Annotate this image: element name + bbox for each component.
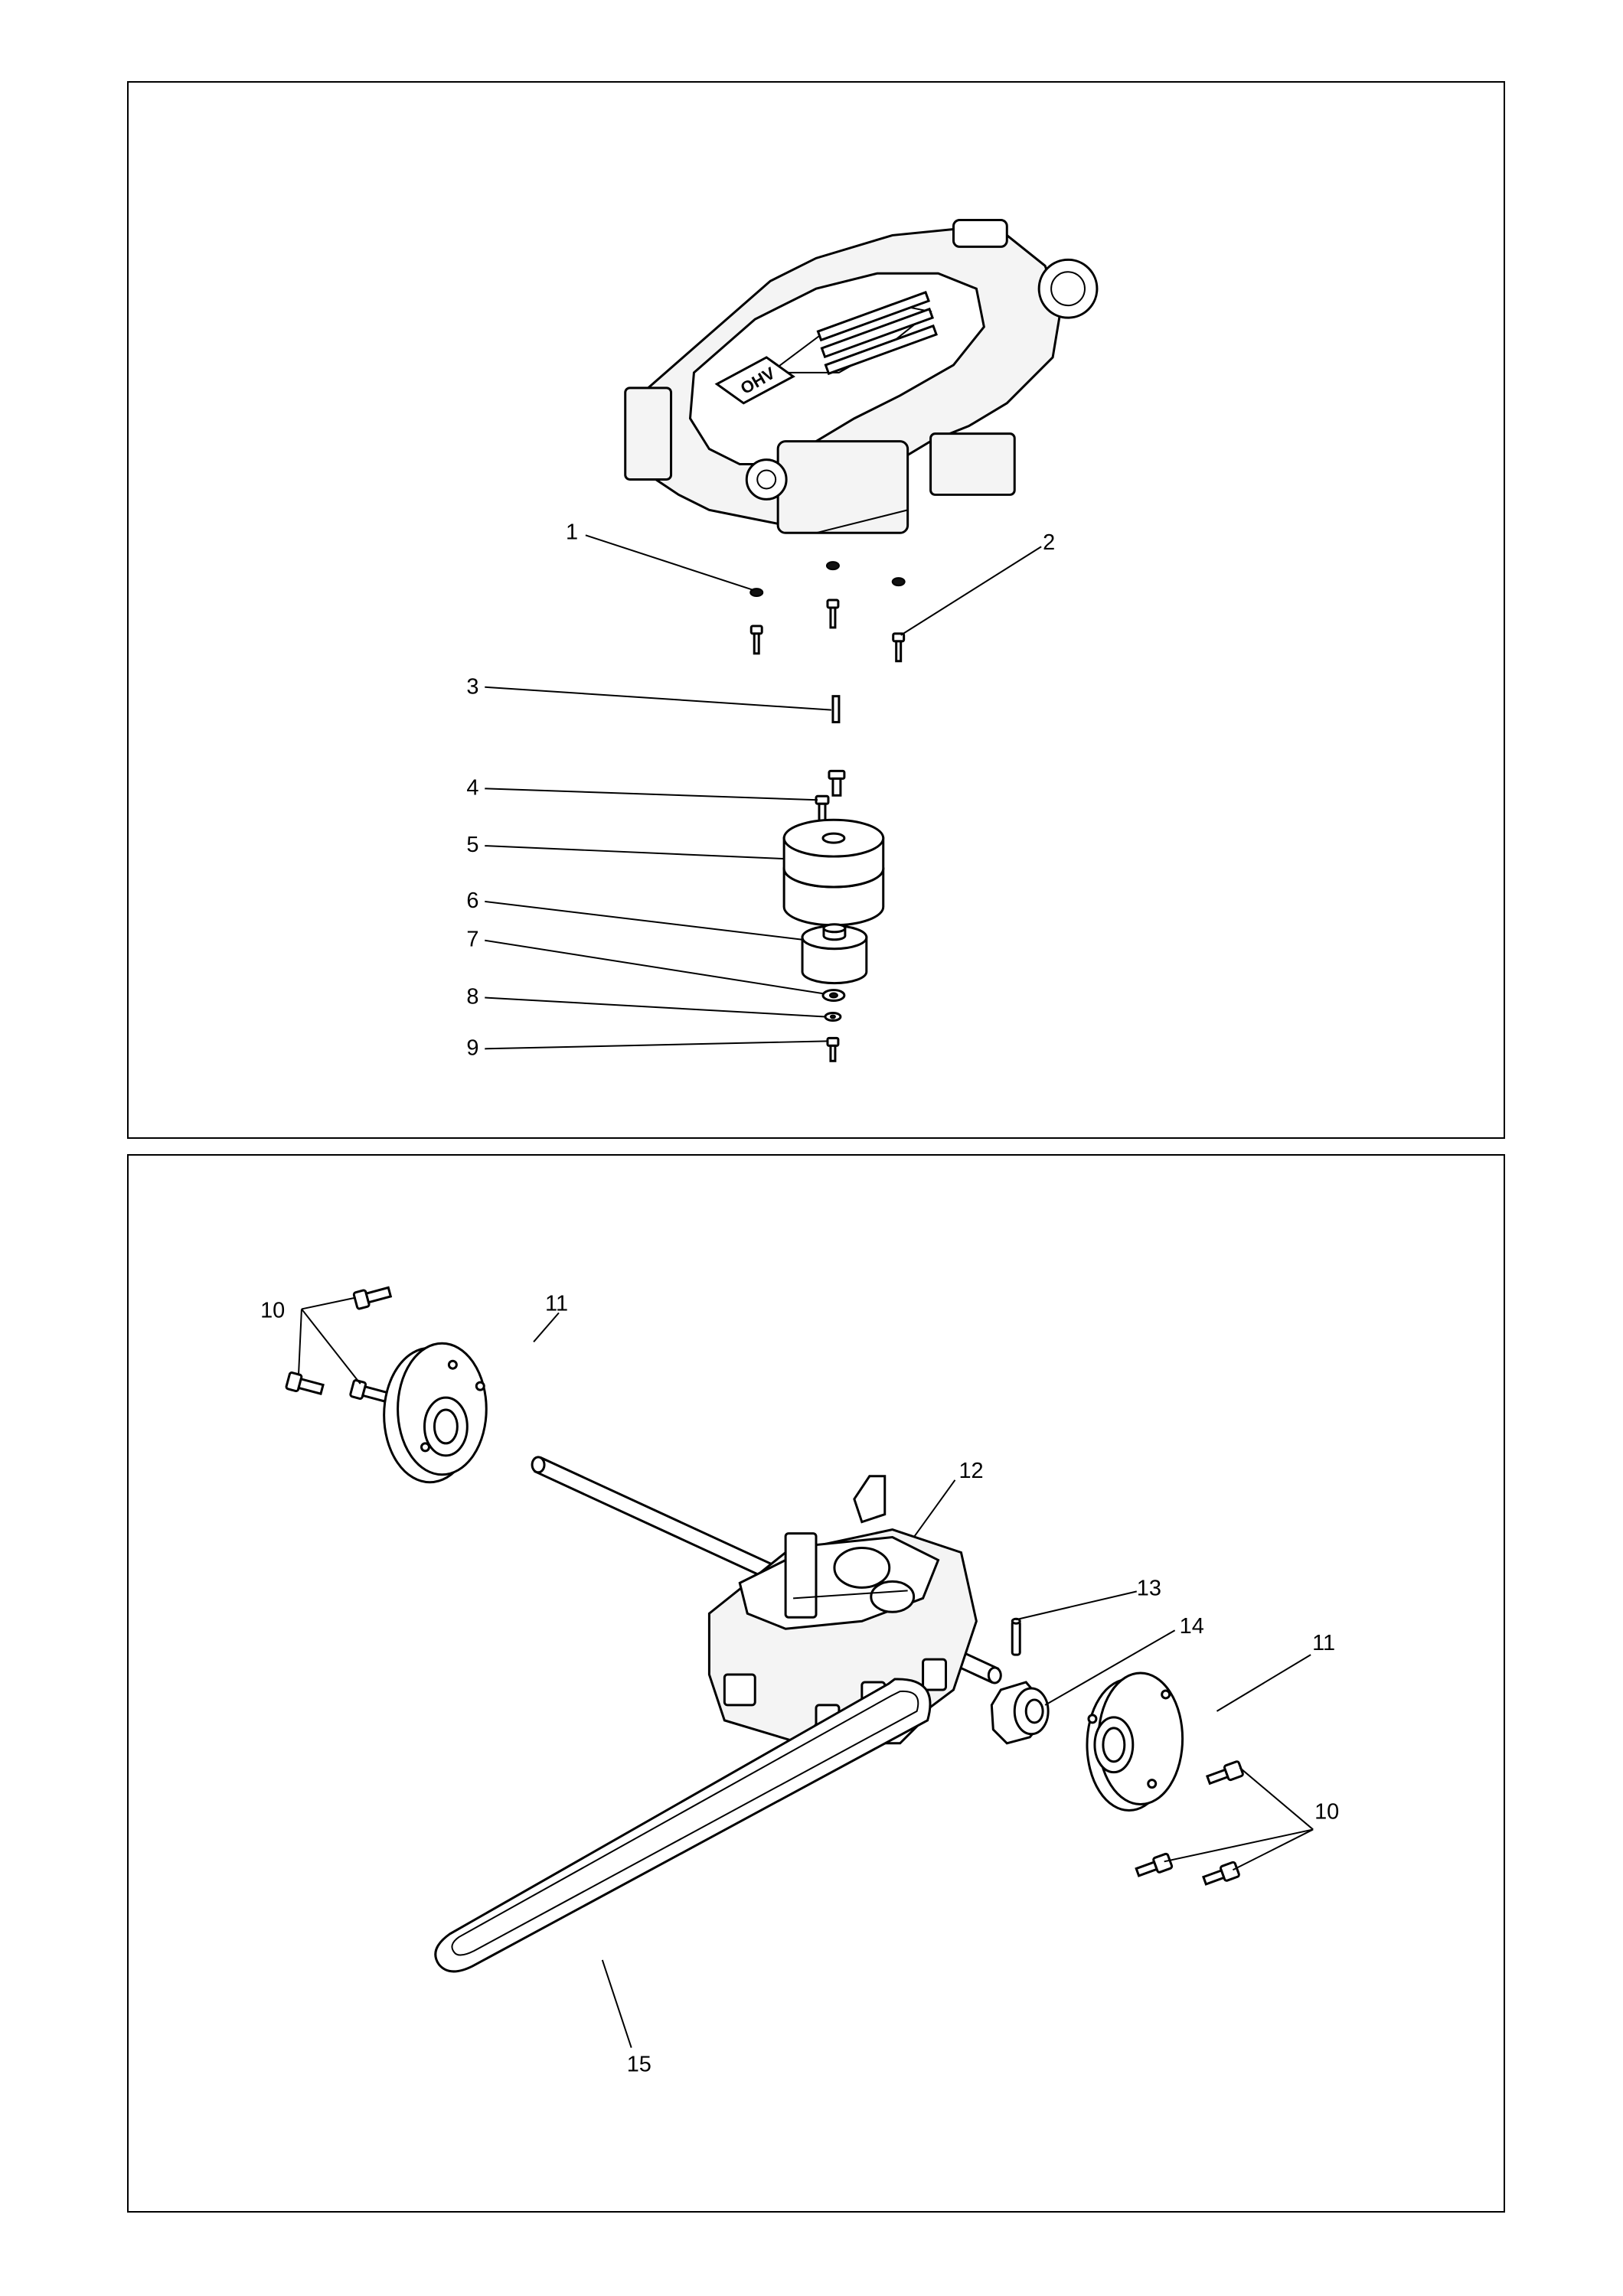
double-pulley-part bbox=[782, 818, 885, 927]
lock-washer-part bbox=[824, 1011, 842, 1022]
engine bbox=[624, 218, 1099, 534]
engine-nut-parts bbox=[749, 561, 906, 598]
callout-15: 15 bbox=[627, 2053, 651, 2077]
engine-pulley-drawing: OHV bbox=[466, 218, 1099, 1062]
gearbox-part bbox=[707, 1475, 978, 1745]
roll-pin-part bbox=[1011, 1617, 1021, 1656]
left-wheel-hub-part bbox=[383, 1342, 488, 1484]
pulley-bolt-part bbox=[815, 769, 846, 823]
woodruff-key-part bbox=[831, 695, 841, 724]
callout-10-right: 10 bbox=[1314, 1799, 1339, 1824]
callout-5: 5 bbox=[466, 833, 478, 857]
callout-9: 9 bbox=[466, 1035, 478, 1060]
top-leader-lines bbox=[485, 534, 1042, 1050]
callout-7: 7 bbox=[466, 928, 478, 952]
callout-2: 2 bbox=[1043, 530, 1055, 555]
left-wheel-bolts bbox=[285, 1286, 393, 1403]
callout-4: 4 bbox=[466, 775, 478, 800]
callout-11-left: 11 bbox=[545, 1291, 568, 1316]
callout-13: 13 bbox=[1137, 1576, 1161, 1600]
engine-bolt-parts bbox=[749, 598, 906, 663]
pulley-hub-part bbox=[801, 923, 868, 985]
callout-11-right: 11 bbox=[1312, 1631, 1335, 1655]
callout-6: 6 bbox=[466, 889, 478, 913]
callout-8: 8 bbox=[466, 985, 478, 1009]
callout-12: 12 bbox=[958, 1459, 983, 1483]
drive-pinion-part bbox=[990, 1681, 1050, 1745]
gearbox-drive-diagram-panel: 10 11 12 13 14 11 10 15 bbox=[127, 1154, 1505, 2213]
callout-3: 3 bbox=[466, 675, 478, 700]
bottom-leader-lines bbox=[297, 1296, 1314, 2048]
callout-10-left: 10 bbox=[260, 1298, 285, 1322]
drive-belt-part bbox=[434, 1678, 932, 1973]
callout-14: 14 bbox=[1180, 1614, 1204, 1639]
center-bolt-part bbox=[826, 1036, 840, 1062]
washer-part bbox=[821, 989, 846, 1003]
right-wheel-hub-part bbox=[1086, 1671, 1184, 1812]
engine-pulley-diagram-panel: OHV bbox=[127, 81, 1505, 1139]
gearbox-drive-drawing: 10 11 12 13 14 11 10 15 bbox=[260, 1286, 1339, 2077]
callout-1: 1 bbox=[566, 520, 578, 544]
